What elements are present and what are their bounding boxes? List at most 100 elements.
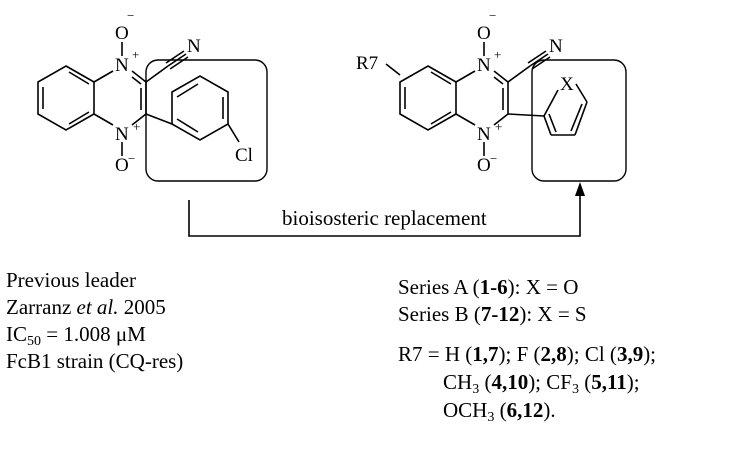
left-pyrazine-bond: [93, 113, 114, 126]
substituent-text: (: [494, 398, 507, 422]
series-b-suffix: ): X = S: [519, 302, 587, 326]
series-a-label: Series A (: [398, 275, 480, 299]
left-n-top-charge: +: [132, 47, 139, 62]
series-a-suffix: ): X = O: [507, 275, 579, 299]
ic50-subscript: 50: [27, 334, 41, 349]
leader-title: Previous leader: [6, 268, 137, 292]
right-pyrazine-bond: [493, 70, 509, 83]
subscript: 3: [472, 382, 480, 397]
right-nitrile-n: N: [549, 36, 563, 57]
heteroaryl-ring: [543, 89, 559, 117]
substituent-text: (: [479, 370, 492, 394]
substituent-text: );: [643, 342, 657, 366]
heteroaryl-ring: [543, 115, 552, 136]
substituent-line-3: OCH3 (6,12).: [398, 396, 656, 425]
left-pyrazine-bond: [131, 113, 147, 126]
leader-ic50: IC50 = 1.008 μM: [6, 321, 183, 349]
chloro-bond: [227, 123, 240, 143]
chlorophenyl-inner-bond: [176, 118, 199, 133]
substituent-text: (: [578, 370, 592, 394]
left-n-bottom-charge: +: [133, 119, 140, 134]
compound-numbers: 6,12: [506, 398, 544, 422]
leader-reference: Zarranz et al. 2005: [6, 294, 183, 321]
series-a: Series A (1-6): X = O: [398, 274, 587, 301]
chloro-label: Cl: [235, 145, 253, 166]
right-o-bottom: O: [477, 155, 491, 176]
leader-author: Zarranz: [6, 295, 77, 319]
right-r7-label: R7: [356, 53, 378, 74]
compound-numbers: 5,11: [591, 370, 627, 394]
heteroaryl-ring: [575, 83, 588, 103]
left-o-top: O: [115, 23, 129, 44]
arrow-label: bioisosteric replacement: [282, 206, 487, 230]
right-n-bottom: N: [477, 124, 491, 145]
right-o-top-charge: −: [489, 8, 496, 23]
compound-numbers: 4,10: [491, 370, 529, 394]
right-nitrile-bond: [507, 65, 531, 83]
left-nitrile-bond: [145, 65, 169, 83]
substituent-text: ); CF: [528, 370, 572, 394]
right-pyrazine-double-bond: [493, 76, 504, 85]
left-n-bottom: N: [115, 124, 129, 145]
left-nitrile-n: N: [187, 36, 201, 57]
left-benzene-ring: [37, 65, 95, 131]
substituent-line-2: CH3 (4,10); CF3 (5,11);: [398, 368, 656, 397]
right-pyrazine-bond: [455, 113, 476, 126]
leader-year: 2005: [118, 295, 166, 319]
series-info: Series A (1-6): X = O Series B (7-12): X…: [398, 274, 587, 328]
series-b-compounds: 7-12: [480, 302, 520, 326]
series-b-label: Series B (: [398, 302, 481, 326]
left-n-top: N: [115, 55, 129, 76]
subscript: 3: [571, 382, 579, 397]
substituent-text: ); F (: [498, 342, 541, 366]
compound-numbers: 1,7: [472, 342, 499, 366]
left-molecule: N + O − N + O − N Cl: [37, 8, 253, 176]
left-o-top-charge: −: [127, 8, 134, 23]
replacement-arrowhead: [575, 182, 585, 196]
compound-numbers: 2,8: [540, 342, 567, 366]
right-benzene-inner-bond: [430, 71, 452, 85]
chlorophenyl-inner-bond: [176, 83, 199, 98]
substituent-text: CH: [443, 370, 473, 394]
substituent-info: R7 = H (1,7); F (2,8); Cl (3,9); CH3 (4,…: [398, 340, 656, 425]
substituent-line-1: R7 = H (1,7); F (2,8); Cl (3,9);: [398, 340, 656, 368]
left-pyrazine-bond: [93, 70, 114, 83]
left-benzene-inner-bond: [68, 71, 90, 85]
right-o-top: O: [477, 23, 491, 44]
leader-etal: et al.: [76, 295, 119, 319]
left-benzene-inner-bond: [68, 111, 90, 125]
right-n-top-charge: +: [494, 47, 501, 62]
r7-bond: [385, 63, 401, 76]
left-aryl-link-bond: [145, 113, 173, 125]
chlorophenyl-highlight-box: [145, 59, 268, 182]
subscript: 3: [487, 410, 495, 425]
right-benzene-ring: [399, 65, 457, 131]
right-pyrazine-bond: [455, 70, 476, 83]
left-pyrazine-double-bond: [131, 76, 142, 85]
substituent-text: ); Cl (: [566, 342, 617, 366]
right-heteroaryl-link-bond: [507, 113, 545, 117]
left-o-bottom: O: [115, 155, 129, 176]
heteroaryl-double-bond: [570, 103, 583, 132]
right-n-bottom-charge: +: [495, 119, 502, 134]
right-o-bottom-charge: −: [490, 151, 497, 166]
substituent-text: R7 = H (: [398, 342, 473, 366]
left-o-bottom-charge: −: [128, 151, 135, 166]
right-molecule: R7 N + O − N + O: [356, 8, 588, 176]
leader-strain: FcB1 strain (CQ-res): [6, 349, 184, 373]
heteroaryl-double-bond: [548, 113, 557, 133]
hetero-x-label: X: [560, 74, 574, 95]
right-n-top: N: [477, 55, 491, 76]
left-pyrazine-bond: [131, 70, 147, 83]
right-benzene-inner-bond: [430, 111, 452, 125]
right-pyrazine-bond: [493, 113, 509, 126]
substituent-text: ).: [543, 398, 556, 422]
leader-info: Previous leader Zarranz et al. 2005 IC50…: [6, 267, 183, 375]
replacement-arrow-line: [188, 194, 581, 237]
series-b: Series B (7-12): X = S: [398, 301, 587, 328]
substituent-text: );: [626, 370, 640, 394]
substituent-text: OCH: [443, 398, 488, 422]
chlorophenyl-ring: [171, 75, 229, 141]
heteroaryl-ring: [574, 101, 588, 136]
